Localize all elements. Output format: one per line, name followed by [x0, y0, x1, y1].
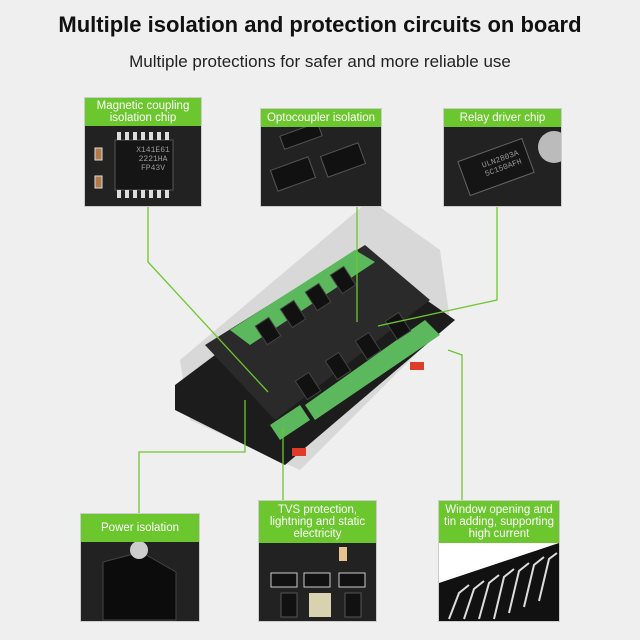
page-subtitle: Multiple protections for safer and more … — [129, 52, 511, 71]
leader-line — [447, 349, 463, 500]
tvs-photo — [270, 547, 366, 618]
callout-label: Magnetic coupling isolation chip — [85, 98, 201, 126]
page-title: Multiple isolation and protection circui… — [58, 12, 582, 37]
din-clip — [292, 448, 306, 456]
callout-label: Window opening and tin adding, supportin… — [439, 501, 559, 543]
callout-window-opening: Window opening and tin adding, supportin… — [438, 500, 560, 622]
leader-line — [138, 400, 246, 513]
callout-label: TVS protection, lightning and static ele… — [259, 501, 376, 543]
callout-label: Relay driver chip — [444, 109, 561, 127]
callout-tvs-protection: TVS protection, lightning and static ele… — [258, 500, 377, 622]
leader-line — [147, 205, 269, 393]
relay — [254, 316, 282, 346]
callout-label: Optocoupler isolation — [261, 109, 381, 127]
relays — [254, 265, 412, 401]
tinned-traces-photo — [439, 543, 559, 621]
leader-line — [377, 205, 498, 327]
relay — [324, 351, 352, 381]
callout-label: Power isolation — [81, 514, 199, 542]
relay — [329, 265, 357, 295]
callout-optocoupler: Optocoupler isolation — [260, 108, 382, 207]
relay — [304, 282, 332, 312]
callout-magnetic-coupling: Magnetic coupling isolation chip X141E61… — [84, 97, 202, 207]
relay — [279, 299, 307, 329]
relay — [294, 371, 322, 401]
terminal-block-bottom — [305, 320, 440, 420]
relay — [384, 311, 412, 341]
relay-driver-photo — [457, 131, 561, 197]
power-isolation-photo — [102, 542, 177, 621]
optocoupler-photo — [269, 127, 367, 192]
board-top — [205, 245, 430, 420]
din-clip — [410, 362, 424, 370]
relay — [354, 331, 382, 361]
isolation-chip-photo — [94, 132, 174, 198]
chip-marking: X141E61 2221HA FP43V — [136, 146, 170, 173]
callout-relay-driver: Relay driver chip ULN2803A 5C150AFH — [443, 108, 562, 207]
terminal-block-small — [270, 405, 310, 440]
callout-power-isolation: Power isolation — [80, 513, 200, 622]
